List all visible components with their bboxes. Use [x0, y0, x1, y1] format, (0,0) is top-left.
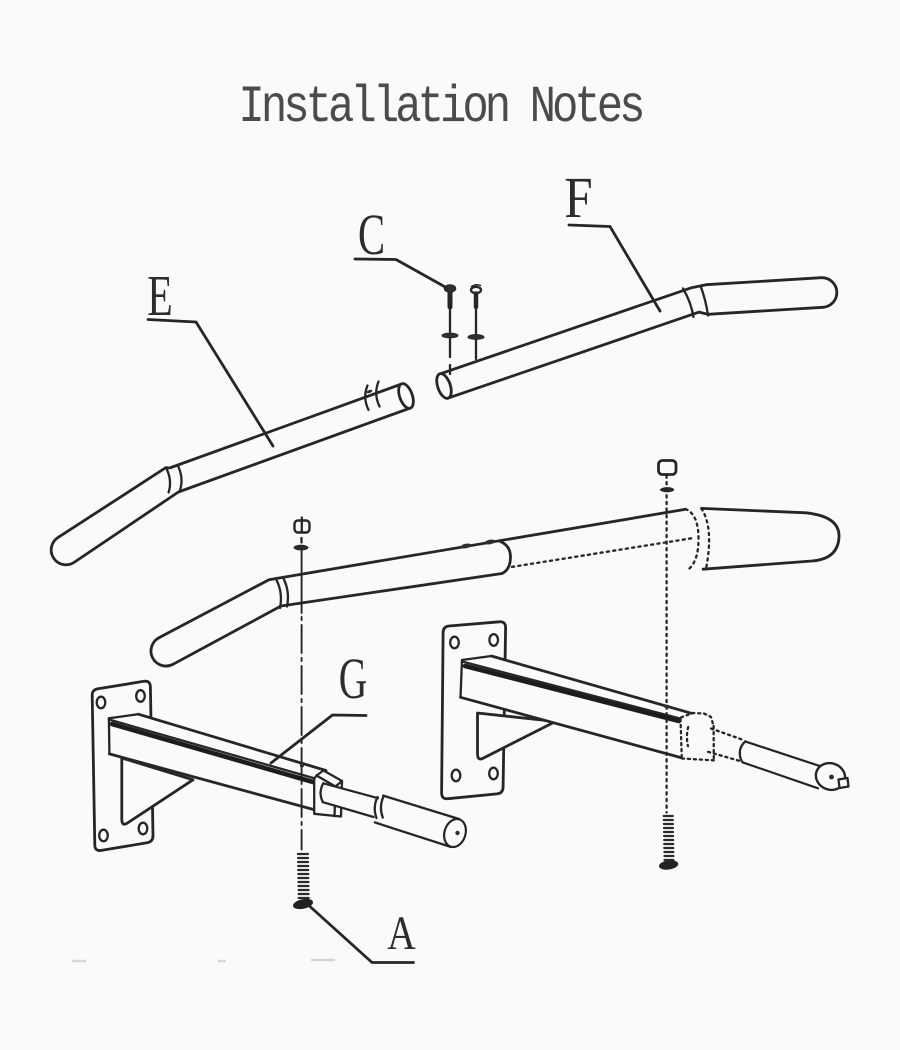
- svg-text:E: E: [147, 263, 173, 327]
- svg-text:A: A: [387, 907, 416, 959]
- svg-text:Installation Notes: Installation Notes: [238, 79, 642, 137]
- svg-text:C: C: [358, 202, 385, 267]
- svg-text:F: F: [564, 165, 592, 230]
- svg-text:G: G: [339, 647, 367, 711]
